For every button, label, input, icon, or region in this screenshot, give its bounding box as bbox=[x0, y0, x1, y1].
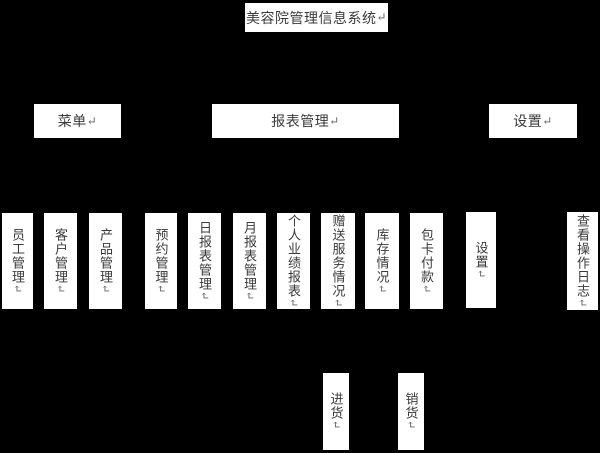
node-appointment-management-label: 预约管理↵ bbox=[153, 227, 169, 295]
node-monthly-report-management: 月报表管理↵ bbox=[233, 213, 266, 309]
node-personal-performance-report-label: 个人业绩报表↵ bbox=[286, 213, 302, 309]
node-report-management-label: 报表管理 bbox=[271, 115, 330, 130]
node-monthly-report-management-label: 月报表管理↵ bbox=[242, 220, 258, 302]
node-menu: 菜单↵ bbox=[34, 104, 121, 138]
node-package-card-payment: 包卡付款↵ bbox=[410, 213, 443, 309]
return-mark-icon: ↵ bbox=[576, 297, 589, 309]
node-root-label: 美容院管理信息系统 bbox=[246, 11, 377, 27]
node-root: 美容院管理信息系统↵ bbox=[245, 3, 388, 32]
node-stock-out: 销货↵ bbox=[398, 373, 424, 450]
return-mark-icon: ↵ bbox=[329, 113, 340, 128]
node-daily-report-management: 日报表管理↵ bbox=[188, 213, 221, 309]
node-appointment-management: 预约管理↵ bbox=[145, 213, 177, 309]
node-view-operation-log-label: 查看操作日志↵ bbox=[575, 213, 591, 309]
node-menu-label: 菜单 bbox=[57, 115, 87, 130]
node-inventory-status: 库存情况↵ bbox=[365, 213, 399, 309]
node-package-card-payment-label: 包卡付款↵ bbox=[419, 227, 435, 295]
return-mark-icon: ↵ bbox=[542, 113, 553, 128]
node-report-management: 报表管理↵ bbox=[212, 104, 399, 138]
return-mark-icon: ↵ bbox=[420, 283, 433, 295]
node-product-management: 产品管理↵ bbox=[89, 213, 122, 309]
return-mark-icon: ↵ bbox=[376, 10, 387, 24]
node-employee-management: 员工管理↵ bbox=[2, 213, 33, 309]
return-mark-icon: ↵ bbox=[243, 290, 256, 302]
node-stock-out-label: 销货↵ bbox=[403, 392, 419, 431]
node-settings: 设置↵ bbox=[489, 104, 577, 138]
node-settings-sub: 设置↵ bbox=[466, 212, 496, 308]
node-stock-in: 进货↵ bbox=[323, 373, 349, 450]
node-product-management-label: 产品管理↵ bbox=[98, 227, 114, 295]
node-personal-performance-report: 个人业绩报表↵ bbox=[277, 213, 310, 309]
node-settings-sub-label: 设置↵ bbox=[473, 240, 489, 280]
node-gift-service-status-label: 赠送服务情况↵ bbox=[330, 213, 346, 309]
return-mark-icon: ↵ bbox=[86, 113, 98, 128]
node-settings-label: 设置 bbox=[513, 115, 543, 130]
node-daily-report-management-label: 日报表管理↵ bbox=[197, 220, 213, 302]
return-mark-icon: ↵ bbox=[54, 283, 67, 295]
node-gift-service-status: 赠送服务情况↵ bbox=[321, 213, 355, 309]
node-stock-in-label: 进货↵ bbox=[328, 392, 344, 431]
return-mark-icon: ↵ bbox=[198, 290, 211, 302]
node-inventory-status-label: 库存情况↵ bbox=[374, 227, 390, 295]
node-view-operation-log: 查看操作日志↵ bbox=[567, 212, 598, 310]
return-mark-icon: ↵ bbox=[287, 297, 300, 309]
return-mark-icon: ↵ bbox=[474, 268, 487, 280]
return-mark-icon: ↵ bbox=[154, 283, 167, 295]
return-mark-icon: ↵ bbox=[11, 283, 24, 295]
node-employee-management-label: 员工管理↵ bbox=[10, 227, 26, 295]
return-mark-icon: ↵ bbox=[404, 420, 417, 431]
return-mark-icon: ↵ bbox=[331, 297, 344, 309]
return-mark-icon: ↵ bbox=[375, 283, 388, 295]
return-mark-icon: ↵ bbox=[329, 420, 342, 431]
return-mark-icon: ↵ bbox=[99, 283, 112, 295]
node-customer-management-label: 客户管理↵ bbox=[53, 227, 69, 295]
node-customer-management: 客户管理↵ bbox=[44, 213, 77, 309]
